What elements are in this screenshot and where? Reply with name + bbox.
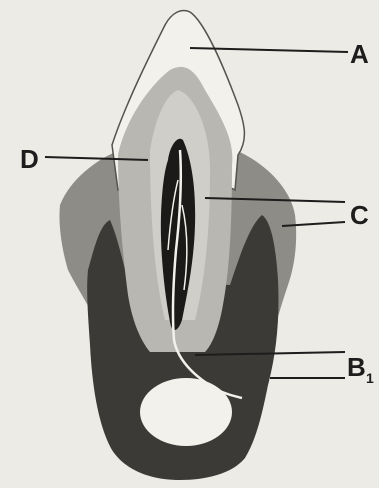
label-a: A — [350, 39, 369, 69]
label-d: D — [20, 144, 39, 174]
base-cavity — [140, 378, 232, 446]
label-b: B — [347, 352, 366, 382]
label-b-subscript: 1 — [366, 370, 374, 386]
label-c: C — [350, 200, 369, 230]
